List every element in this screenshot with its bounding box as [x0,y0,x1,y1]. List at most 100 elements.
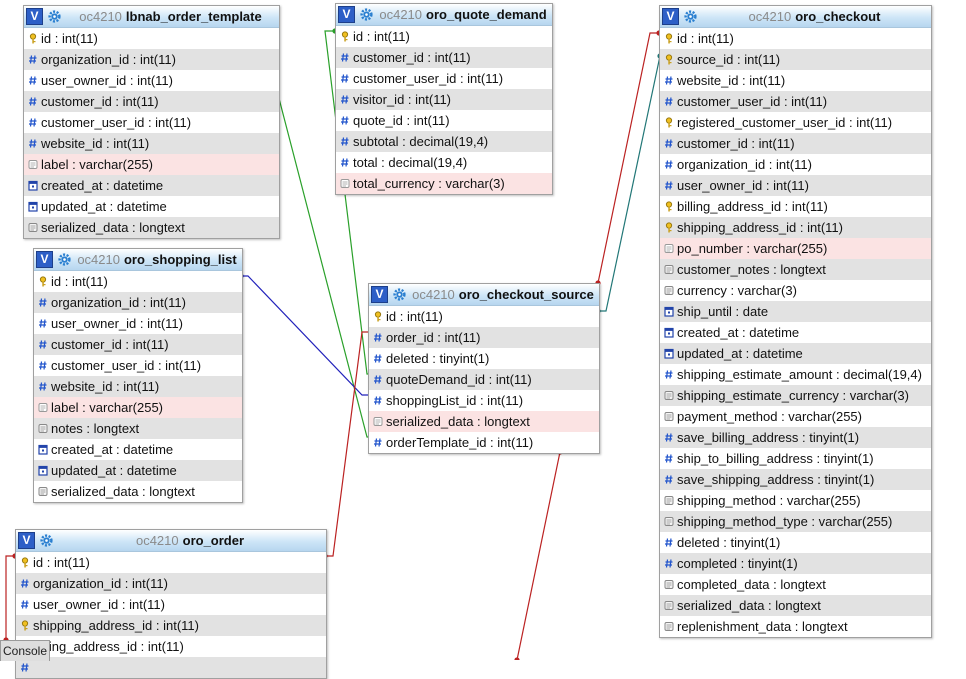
table-row[interactable]: shipping_estimate_currency : varchar(3) [660,385,931,406]
toggle-columns-button[interactable]: V [36,251,53,268]
table-row[interactable]: user_owner_id : int(11) [34,313,242,334]
table-row[interactable]: id : int(11) [16,552,326,573]
table-row[interactable]: user_owner_id : int(11) [16,594,326,615]
table-row[interactable]: created_at : datetime [660,322,931,343]
table-row[interactable]: billing_address_id : int(11) [660,196,931,217]
table-row[interactable]: label : varchar(255) [34,397,242,418]
table-row[interactable]: id : int(11) [24,28,279,49]
table-row[interactable]: notes : longtext [34,418,242,439]
table-row[interactable]: serialized_data : longtext [34,481,242,502]
table-row[interactable]: deleted : tinyint(1) [660,532,931,553]
table-row[interactable]: created_at : datetime [24,175,279,196]
table-row[interactable]: deleted : tinyint(1) [369,348,599,369]
toggle-columns-button[interactable]: V [371,286,388,303]
table-row[interactable]: customer_id : int(11) [24,91,279,112]
table-row[interactable]: website_id : int(11) [34,376,242,397]
gear-icon[interactable] [57,252,72,267]
table-row[interactable]: customer_user_id : int(11) [34,355,242,376]
gear-icon[interactable] [392,287,407,302]
table-row[interactable]: completed : tinyint(1) [660,553,931,574]
table-row[interactable]: source_id : int(11) [660,49,931,70]
table-row[interactable]: customer_user_id : int(11) [336,68,552,89]
table-row[interactable]: organization_id : int(11) [16,573,326,594]
table-row[interactable]: save_shipping_address : tinyint(1) [660,469,931,490]
table-row[interactable]: payment_method : varchar(255) [660,406,931,427]
table-row[interactable]: organization_id : int(11) [34,292,242,313]
table-row[interactable]: total : decimal(19,4) [336,152,552,173]
table-row[interactable]: serialized_data : longtext [660,595,931,616]
table-row[interactable]: orderTemplate_id : int(11) [369,432,599,453]
table-row[interactable]: customer_user_id : int(11) [24,112,279,133]
table-row[interactable]: customer_notes : longtext [660,259,931,280]
table-row[interactable] [16,657,326,678]
table-row[interactable]: serialized_data : longtext [24,217,279,238]
table-row[interactable]: currency : varchar(3) [660,280,931,301]
table-row[interactable]: ship_until : date [660,301,931,322]
table-row[interactable]: visitor_id : int(11) [336,89,552,110]
table-row[interactable]: website_id : int(11) [24,133,279,154]
table-row[interactable]: updated_at : datetime [660,343,931,364]
toggle-columns-button[interactable]: V [26,8,43,25]
toggle-columns-button[interactable]: V [338,6,355,23]
toggle-columns-button[interactable]: V [662,8,679,25]
table-row[interactable]: updated_at : datetime [34,460,242,481]
table-row[interactable]: total_currency : varchar(3) [336,173,552,194]
table-row[interactable]: user_owner_id : int(11) [660,175,931,196]
table-row[interactable]: shipping_method : varchar(255) [660,490,931,511]
toggle-columns-button[interactable]: V [18,532,35,549]
table-row[interactable]: customer_id : int(11) [34,334,242,355]
table-row[interactable]: completed_data : longtext [660,574,931,595]
table-row[interactable]: registered_customer_user_id : int(11) [660,112,931,133]
table-row[interactable]: subtotal : decimal(19,4) [336,131,552,152]
table-row[interactable]: quote_id : int(11) [336,110,552,131]
table-row[interactable]: id : int(11) [336,26,552,47]
table-row[interactable]: label : varchar(255) [24,154,279,175]
gear-icon[interactable] [683,9,698,24]
console-tab[interactable]: Console [0,640,50,661]
table-row[interactable]: billing_address_id : int(11) [16,636,326,657]
table-row[interactable]: shipping_address_id : int(11) [16,615,326,636]
table-row[interactable]: updated_at : datetime [24,196,279,217]
table-row[interactable]: shipping_method_type : varchar(255) [660,511,931,532]
table-row[interactable]: id : int(11) [369,306,599,327]
table-row[interactable]: customer_id : int(11) [336,47,552,68]
table-row[interactable]: save_billing_address : tinyint(1) [660,427,931,448]
table-row[interactable]: shipping_address_id : int(11) [660,217,931,238]
table-row[interactable]: created_at : datetime [34,439,242,460]
gear-icon[interactable] [39,533,54,548]
table-row[interactable]: shoppingList_id : int(11) [369,390,599,411]
table-row[interactable]: replenishment_data : longtext [660,616,931,637]
gear-icon[interactable] [47,9,62,24]
table-row[interactable]: order_id : int(11) [369,327,599,348]
table-row[interactable]: po_number : varchar(255) [660,238,931,259]
table-row[interactable]: website_id : int(11) [660,70,931,91]
table-row[interactable]: serialized_data : longtext [369,411,599,432]
gear-icon[interactable] [359,7,374,22]
table-row[interactable]: quoteDemand_id : int(11) [369,369,599,390]
table-row[interactable]: customer_user_id : int(11) [660,91,931,112]
table-row[interactable]: id : int(11) [34,271,242,292]
table-row[interactable]: organization_id : int(11) [660,154,931,175]
table-row[interactable]: shipping_estimate_amount : decimal(19,4) [660,364,931,385]
table-row[interactable]: customer_id : int(11) [660,133,931,154]
table-row[interactable]: ship_to_billing_address : tinyint(1) [660,448,931,469]
table-row[interactable]: id : int(11) [660,28,931,49]
table-row[interactable]: organization_id : int(11) [24,49,279,70]
